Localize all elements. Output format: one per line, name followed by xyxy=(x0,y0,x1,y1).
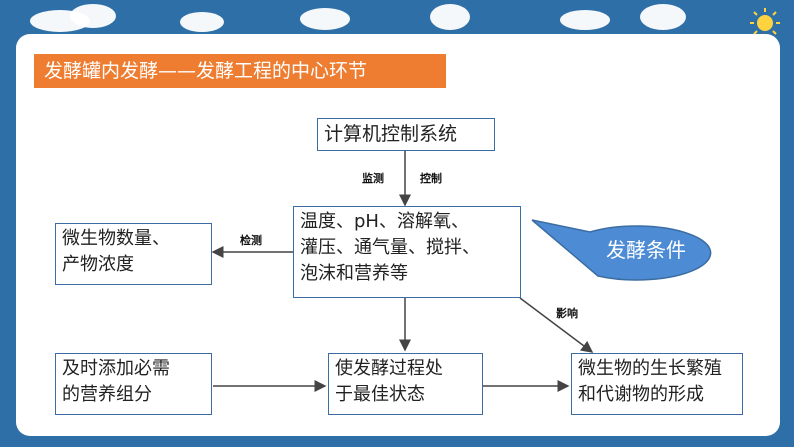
callout-label: 发酵条件 xyxy=(606,238,686,262)
edge-label-influence: 影响 xyxy=(556,307,578,320)
slide-title: 发酵罐内发酵——发酵工程的中心环节 xyxy=(34,54,446,88)
node-growth-and-metabolites: 微生物的生长繁殖 和代谢物的形成 xyxy=(571,353,743,415)
edge-label-control: 控制 xyxy=(420,172,442,185)
callout-bubble xyxy=(531,219,712,281)
sun-icon xyxy=(748,6,782,40)
arrow-conditions-to-growth xyxy=(519,297,594,353)
node-add-nutrients: 及时添加必需 的营养组分 xyxy=(55,353,212,415)
edge-label-detect: 检测 xyxy=(240,234,262,247)
node-optimal-state: 使发酵过程处 于最佳状态 xyxy=(328,353,483,415)
node-fermentation-conditions: 温度、pH、溶解氧、 灌压、通气量、搅拌、 泡沫和营养等 xyxy=(293,206,521,298)
node-microbe-count: 微生物数量、 产物浓度 xyxy=(55,223,212,285)
node-computer-control-system: 计算机控制系统 xyxy=(317,118,495,151)
edge-label-monitor: 监测 xyxy=(362,172,384,185)
